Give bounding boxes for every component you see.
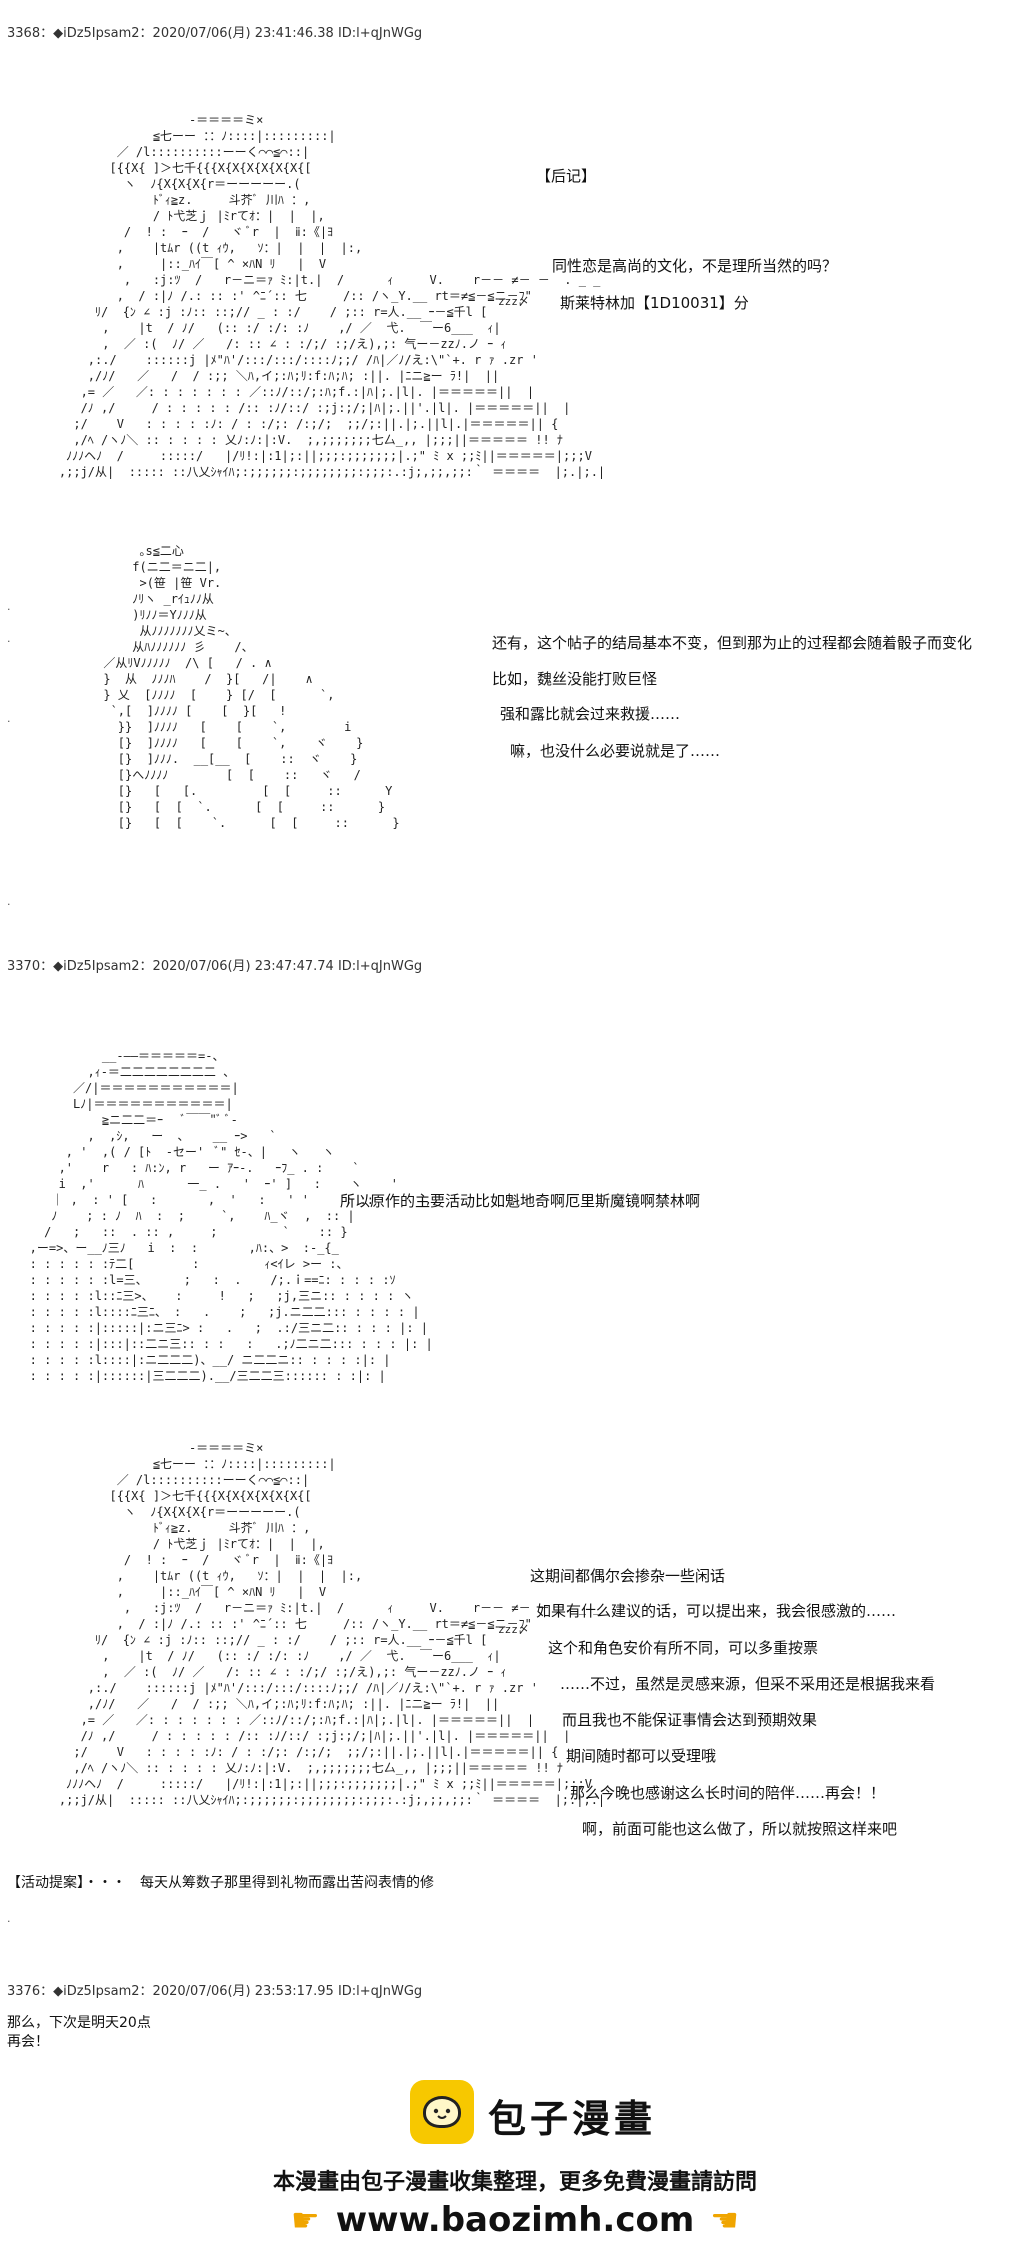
dot-marker: . [7,632,11,645]
pointing-hand-icon: ☛ [291,2201,320,2239]
dialogue-line: 所以原作的主要活动比如魁地奇啊厄里斯魔镜啊禁林啊 [340,1192,701,1210]
afterword-label: 【后记】 [536,167,597,185]
dot-marker: . [7,1912,11,1925]
dialogue-line: 啊，前面可能也这么做了，所以就按照这样来吧 [582,1820,898,1838]
dialogue-line: 斯莱特林加【1D10031】分 [560,294,749,312]
dot-marker: . [7,712,11,725]
dialogue-line: 嘛，也没什么必要说就是了…… [510,742,721,760]
ascii-art-character-hat: -＝＝＝＝ミ× ≦七ーー ：：ﾉ::::|:::::::::| ／ /l::::… [58,1441,606,1807]
brand-name: 包子漫畫 [488,2097,657,2141]
dialogue-line: 期间随时都可以受理哦 [566,1747,717,1765]
dialogue-line: 那么今晚也感谢这么长时间的陪伴……再会！！ [570,1784,886,1802]
post-header: 3370：◆iDz5Ipsam2：2020/07/06(月) 23:47:47.… [7,959,423,974]
dialogue-line: 这个和角色安价有所不同，可以多重按票 [548,1639,819,1657]
zzz-mark: zzz〆 [498,295,529,308]
ascii-art-character-robed: ｡s≦二心 f(ニ二＝ニ二|, >(笹 |笹 Vr. ﾉﾘヽ _rｲｭﾉﾉ从 )… [103,544,400,830]
dialogue-line: 同性恋是高尚的文化，不是理所当然的吗？ [552,257,838,275]
ascii-art-character-back: __-――＝＝＝＝＝=-、 ,ｨ-＝二二二二二二二二 、 ／/|＝＝＝＝＝＝＝＝… [29,1049,433,1383]
dot-marker: . [7,600,11,613]
pointing-hand-icon: ☚ [710,2201,739,2239]
dialogue-line: 比如，魏丝没能打败巨怪 [492,670,658,688]
footer-notice: 本漫畫由包子漫畫收集整理，更多免費漫畫請訪問 [272,2170,757,2195]
dialogue-line: 而且我也不能保证事情会达到预期效果 [562,1711,818,1729]
dialogue-line: 如果有什么建议的话，可以提出来，我会很感激的…… [536,1602,897,1620]
dialogue-line: ……不过，虽然是灵感来源，但采不采用还是根据我来看 [560,1675,936,1693]
footer-url-row: ☛ www.baozimh.com ☚ [0,2200,1030,2240]
dialogue-line: 还有，这个帖子的结局基本不变，但到那为止的过程都会随着骰子而变化 [492,634,973,652]
post-header: 3368：◆iDz5Ipsam2：2020/07/06(月) 23:41:46.… [7,26,423,41]
dialogue-line: 这期间都偶尔会掺杂一些闲话 [530,1567,726,1585]
closing-line: 那么，下次是明天20点 [7,2015,151,2031]
bun-face-icon [423,2096,461,2128]
dot-marker: . [7,895,11,908]
closing-line: 再会！ [7,2034,49,2050]
activity-proposal: 【活动提案】・・・ 每天从筹数子那里得到礼物而露出苦闷表情的修 [7,1875,434,1891]
zzz-mark: zzz〆 [498,1623,529,1636]
dialogue-line: 强和露比就会过来救援…… [500,705,681,723]
ascii-art-character-hat: -＝＝＝＝ミ× ≦七ーー ：：ﾉ::::|:::::::::| ／ /l::::… [58,113,606,479]
footer-watermark [0,2060,1030,2258]
site-url[interactable]: www.baozimh.com [335,2200,695,2240]
post-header: 3376：◆iDz5Ipsam2：2020/07/06(月) 23:53:17.… [7,1984,423,1999]
